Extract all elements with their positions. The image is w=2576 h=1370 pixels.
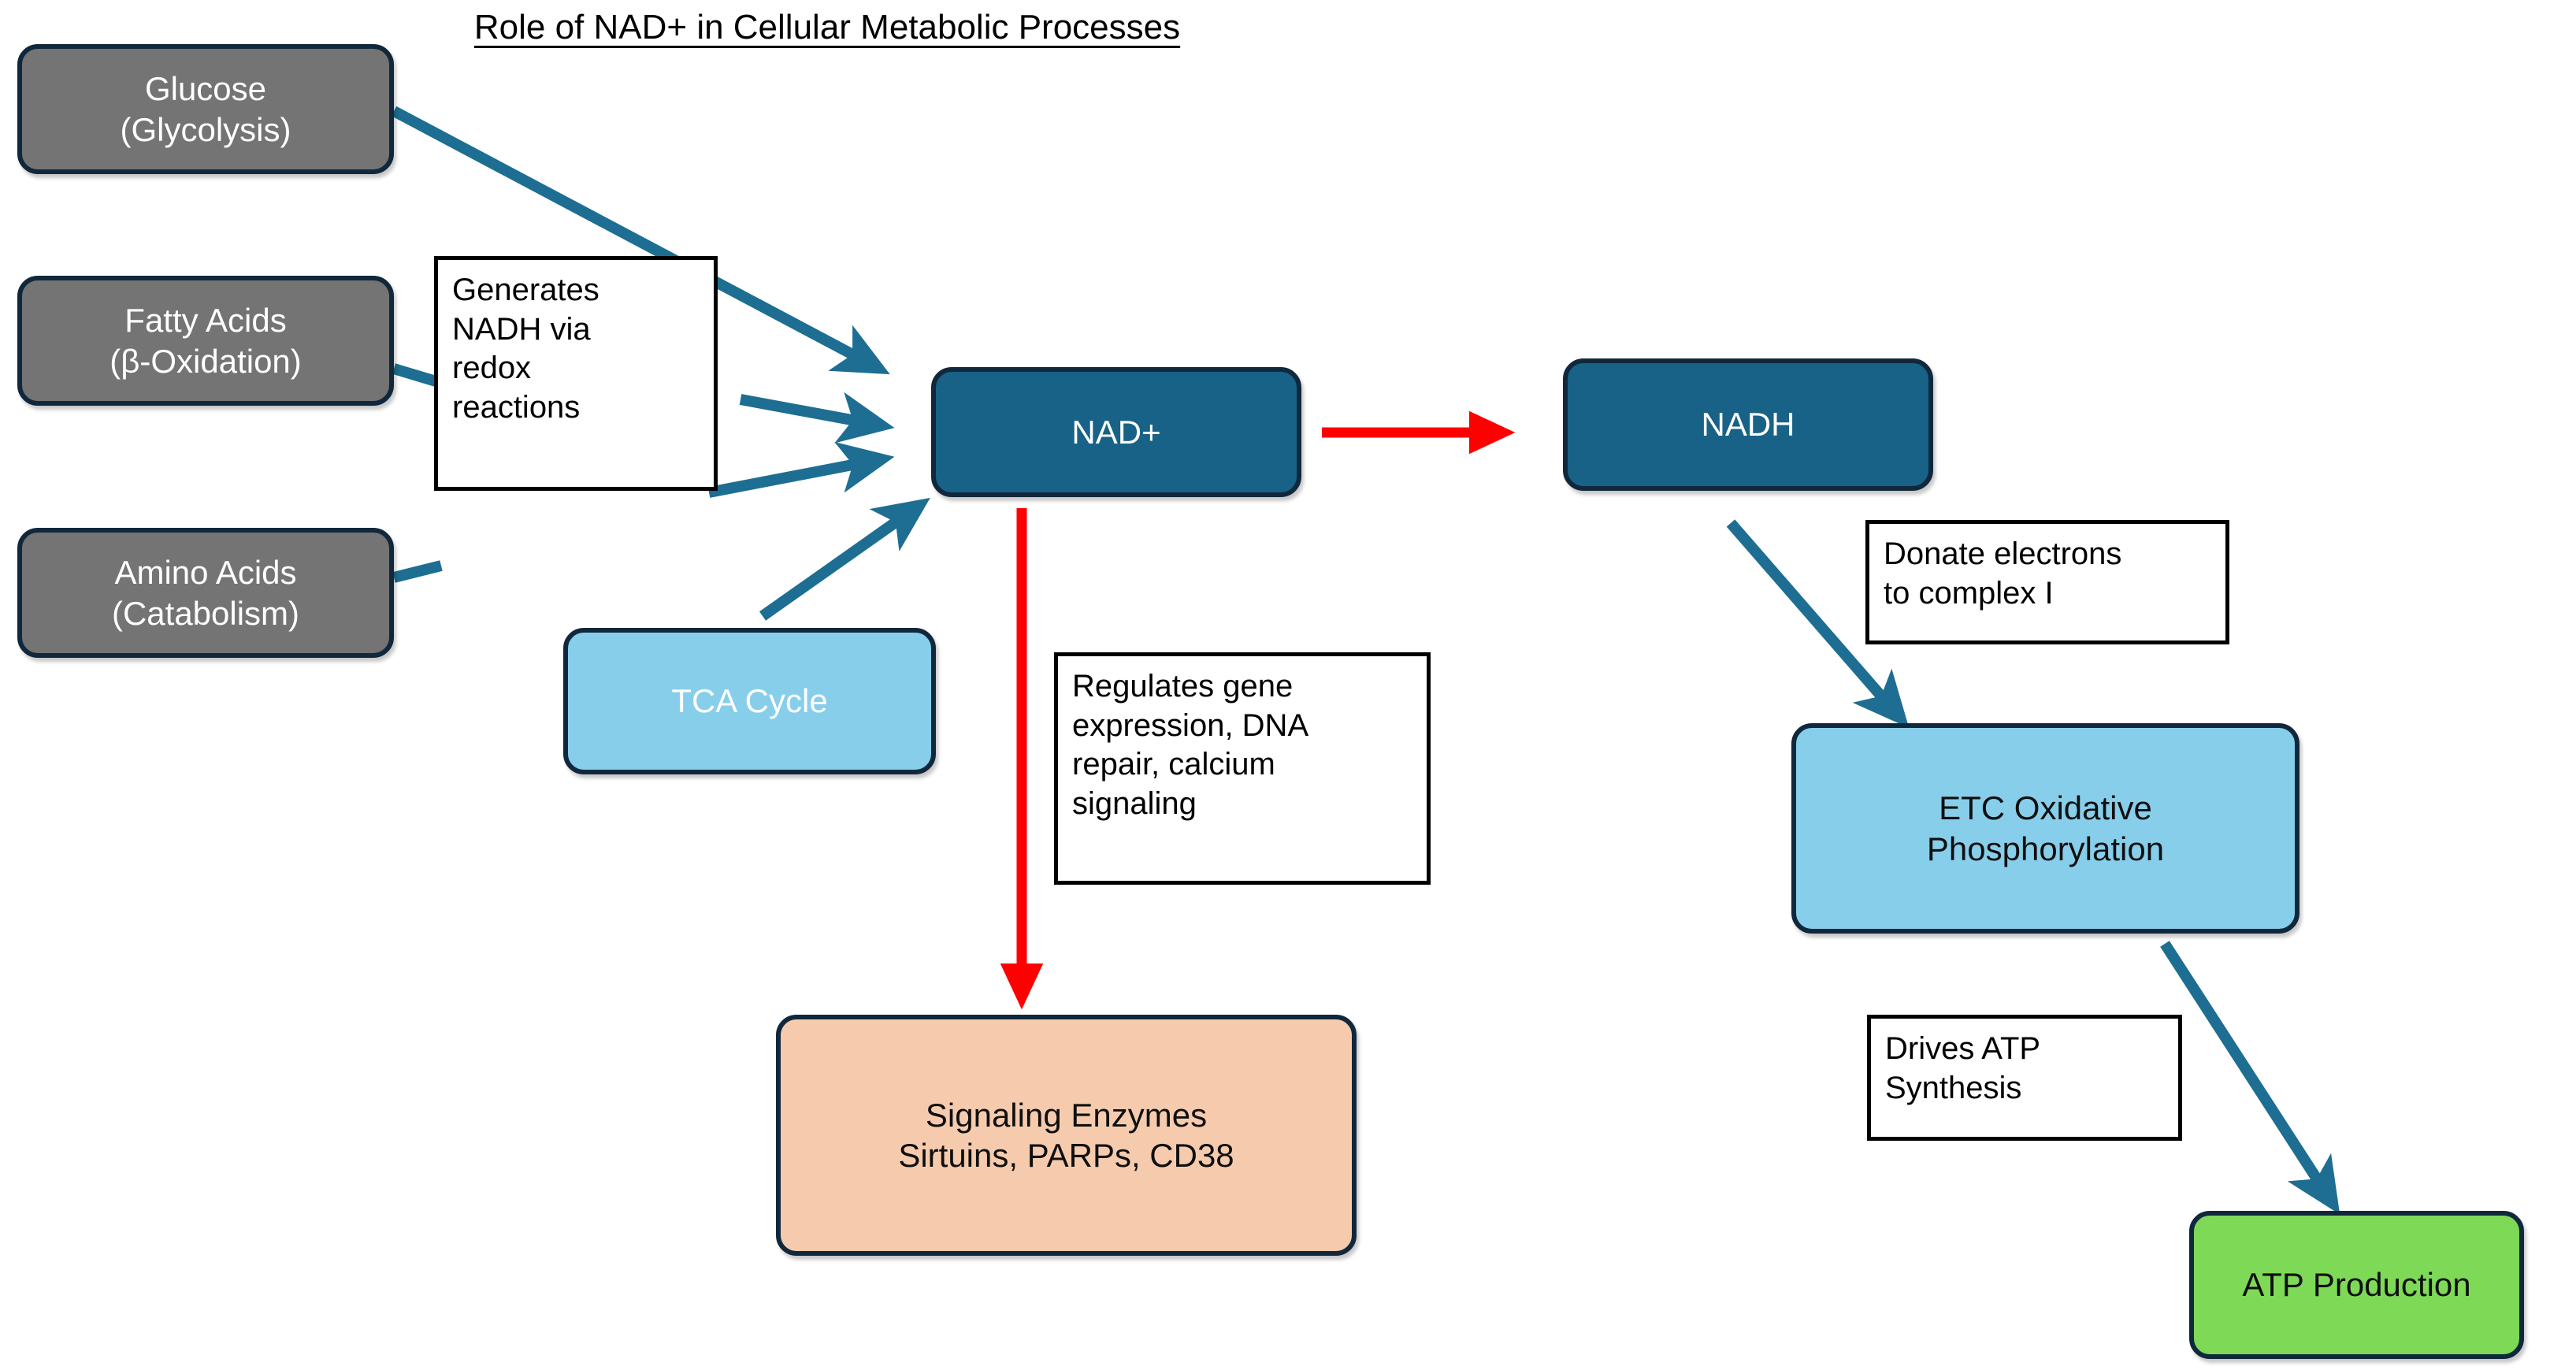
annotation-drives-atp-synthesis: Drives ATP Synthesis (1867, 1015, 2182, 1141)
node-nadh[interactable]: NADH (1563, 358, 1933, 491)
annotation-generates-nadh-line3: redox (452, 351, 532, 386)
node-glucose[interactable]: Glucose (Glycolysis) (17, 44, 394, 174)
node-nadh-label: NADH (1701, 406, 1795, 444)
node-tca-cycle[interactable]: TCA Cycle (563, 628, 936, 774)
node-glucose-line2: (Glycolysis) (120, 110, 291, 148)
node-fatty-acids[interactable]: Fatty Acids (β-Oxidation) (17, 276, 394, 406)
node-amino-acids-line2: (Catabolism) (111, 594, 300, 632)
page-title: Role of NAD+ in Cellular Metabolic Proce… (473, 8, 1181, 46)
node-glucose-line1: Glucose (144, 70, 267, 108)
node-atp-production[interactable]: ATP Production (2189, 1211, 2524, 1359)
edge-aminoacids-to-nad-stub (392, 560, 443, 583)
annotation-generates-nadh-line1: Generates (452, 273, 599, 307)
node-etc-line2: Phosphorylation (1926, 830, 2165, 867)
node-etc-line1: ETC Oxidative (1939, 789, 2152, 827)
node-fatty-acids-line2: (β-Oxidation) (109, 342, 302, 380)
node-nad-plus-label: NAD+ (1071, 413, 1161, 451)
annotation-regulates-line2: expression, DNA (1072, 707, 1309, 743)
edge-tca-to-nad (759, 497, 930, 621)
node-signaling-enzymes[interactable]: Signaling Enzymes Sirtuins, PARPs, CD38 (776, 1015, 1357, 1256)
node-atp-production-label: ATP Production (2242, 1266, 2471, 1304)
annotation-drives-atp-line2: Synthesis (1885, 1070, 2022, 1105)
edge-fattyacids-to-nad (739, 392, 895, 444)
node-amino-acids-line1: Amino Acids (114, 554, 297, 592)
annotation-regulates-line3: repair, calcium (1072, 747, 1275, 782)
node-etc-oxidative-phosphorylation[interactable]: ETC Oxidative Phosphorylation (1791, 723, 2299, 934)
annotation-drives-atp-line1: Drives ATP (1885, 1031, 2041, 1066)
annotation-regulates-line4: signaling (1072, 785, 1197, 821)
edge-aminoacids-to-nad (707, 441, 895, 498)
annotation-generates-nadh-line4: reactions (452, 389, 581, 425)
annotation-donate-electrons-line2: to complex I (1884, 575, 2054, 611)
node-nad-plus[interactable]: NAD+ (931, 367, 1301, 497)
node-fatty-acids-line1: Fatty Acids (124, 302, 287, 340)
annotation-generates-nadh: Generates NADH via redox reactions (434, 256, 718, 491)
node-tca-cycle-label: TCA Cycle (671, 682, 828, 720)
node-signaling-enzymes-line2: Sirtuins, PARPs, CD38 (898, 1137, 1234, 1174)
annotation-donate-electrons: Donate electrons to complex I (1865, 520, 2229, 644)
annotation-donate-electrons-line1: Donate electrons (1884, 536, 2122, 571)
node-signaling-enzymes-line1: Signaling Enzymes (925, 1096, 1208, 1134)
edge-etc-to-atp (2160, 941, 2340, 1215)
annotation-regulates-gene-expression: Regulates gene expression, DNA repair, c… (1054, 652, 1431, 885)
annotation-regulates-line1: Regulates gene (1072, 669, 1294, 704)
node-amino-acids[interactable]: Amino Acids (Catabolism) (17, 528, 394, 658)
annotation-generates-nadh-line2: NADH via (452, 311, 591, 347)
